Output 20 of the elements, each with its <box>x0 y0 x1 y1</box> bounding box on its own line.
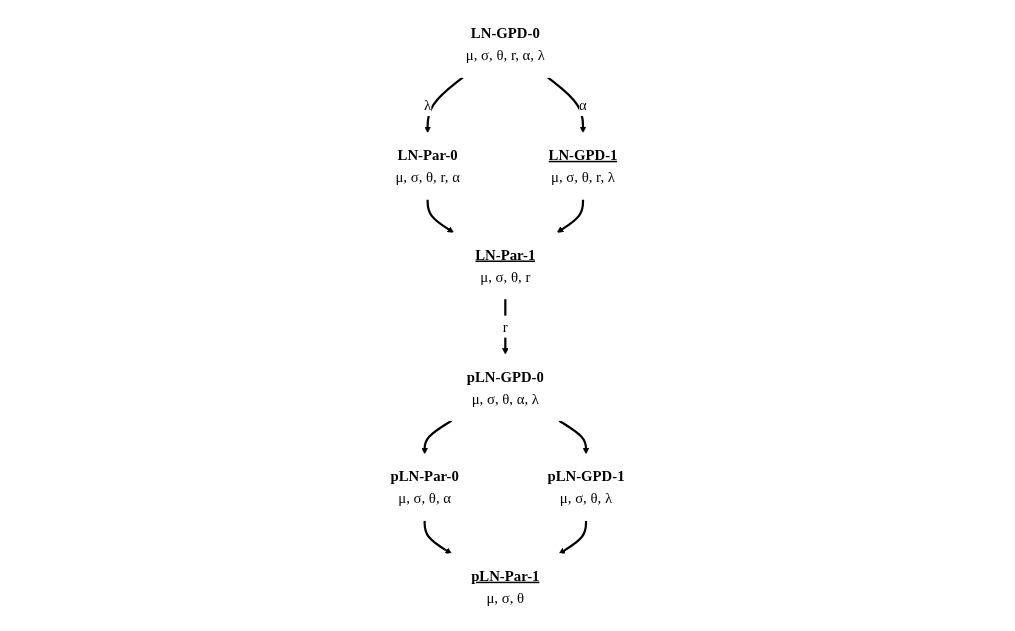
arrow <box>421 419 453 455</box>
arrow <box>426 199 454 233</box>
node-text: pLN-GPD-0 μ, σ, θ, α, λ <box>466 368 544 407</box>
node-text: pLN-Par-0 μ, σ, θ, α <box>390 467 459 507</box>
node-text: pLN-GPD-1 μ, σ, θ, λ <box>547 467 625 507</box>
edge-label: α <box>579 96 587 114</box>
node-text: LN-GPD-0 μ, σ, θ, r, α, λ <box>465 24 545 64</box>
arrow <box>556 199 585 233</box>
node-text: pLN-Par-1 μ, σ, θ <box>471 567 540 607</box>
arrow <box>423 520 452 554</box>
arrow <box>547 76 587 134</box>
node-text: LN-Par-1 μ, σ, θ, r <box>475 246 536 285</box>
edge-label: λ <box>424 96 432 114</box>
arrow <box>558 520 588 554</box>
arrow <box>502 298 509 355</box>
node-text: LN-GPD-1 μ, σ, θ, r, λ <box>548 146 618 186</box>
arrow <box>558 419 590 455</box>
node-text: LN-Par-0 μ, σ, θ, r, α <box>395 146 460 186</box>
edge-label: r <box>502 318 508 335</box>
arrow <box>424 76 464 134</box>
